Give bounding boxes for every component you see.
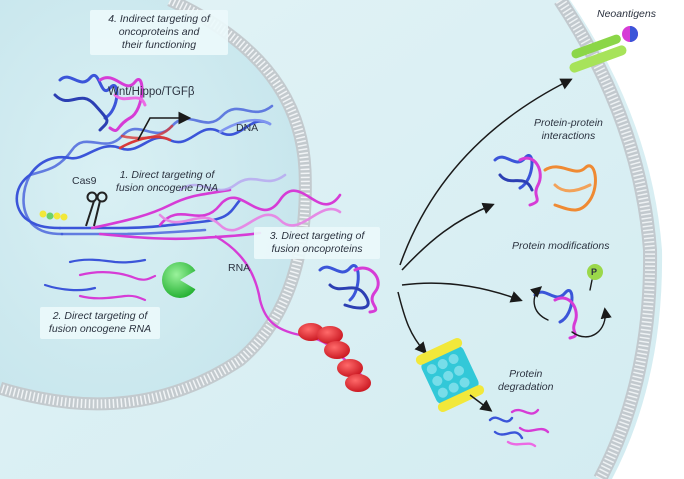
ppi-label: Protein-protein interactions [534,117,603,143]
phospho-label: P [591,267,598,277]
modifications-label: Protein modifications [512,240,610,252]
direct-dna-label: 1. Direct targeting of fusion oncogene D… [108,166,226,198]
degradation-label: Protein degradation [498,368,553,394]
direct-rna-label: 2. Direct targeting of fusion oncogene R… [40,307,160,339]
degradation-line1: Protein [509,368,543,380]
neoantigens-label: Neoantigens [597,8,656,20]
ppi-line2: interactions [541,130,596,142]
pathway-arrow [137,111,192,141]
phosphate-badge [587,264,603,280]
mhc-receptor-neoantigen [569,26,638,73]
direct-protein-line2: fusion oncoproteins [271,243,363,255]
direct-dna-line2: fusion oncogene DNA [115,182,219,194]
cell-membrane [554,0,684,479]
ppi-line1: Protein-protein [534,117,603,129]
pathway-label: Wnt/Hippo/TGFβ [108,86,195,98]
fusion-oncoprotein-ribbon [318,264,380,314]
indirect-line1: 4. Indirect targeting of [108,13,210,25]
indirect-line2: oncoproteins and [118,26,200,38]
cas9-scissors-icon [85,191,108,227]
indirect-targeting-label: 4. Indirect targeting of oncoproteins an… [90,10,228,55]
rna-strand-main [214,234,301,337]
cas9-label: Cas9 [72,175,97,187]
pathway-arrows [397,78,573,355]
indirect-line3: their functioning [121,39,197,51]
ribosome-cluster [298,323,371,392]
dna-double-helix [15,104,342,241]
rna-label: RNA [228,262,251,274]
protein-modification [529,279,612,340]
dna-label: DNA [236,122,259,134]
fusion-oncoprotein-ribbon [53,74,147,132]
direct-rna-line2: fusion oncogene RNA [48,323,152,335]
direct-protein-line1: 3. Direct targeting of [269,230,365,242]
rna-binding-molecule [162,262,200,298]
dna-marker-dots [39,210,68,221]
rna-strands [43,258,157,302]
direct-rna-line1: 2. Direct targeting of [52,310,148,322]
nucleus-shape [0,0,312,411]
proteasome-barrel [415,337,485,413]
degraded-protein-fragments [488,408,550,448]
direct-protein-label: 3. Direct targeting of fusion oncoprotei… [254,227,380,259]
protein-protein-interaction [493,154,597,212]
direct-dna-line1: 1. Direct targeting of [119,169,215,181]
degradation-line2: degradation [498,381,554,393]
degradation-arrow [469,394,493,412]
